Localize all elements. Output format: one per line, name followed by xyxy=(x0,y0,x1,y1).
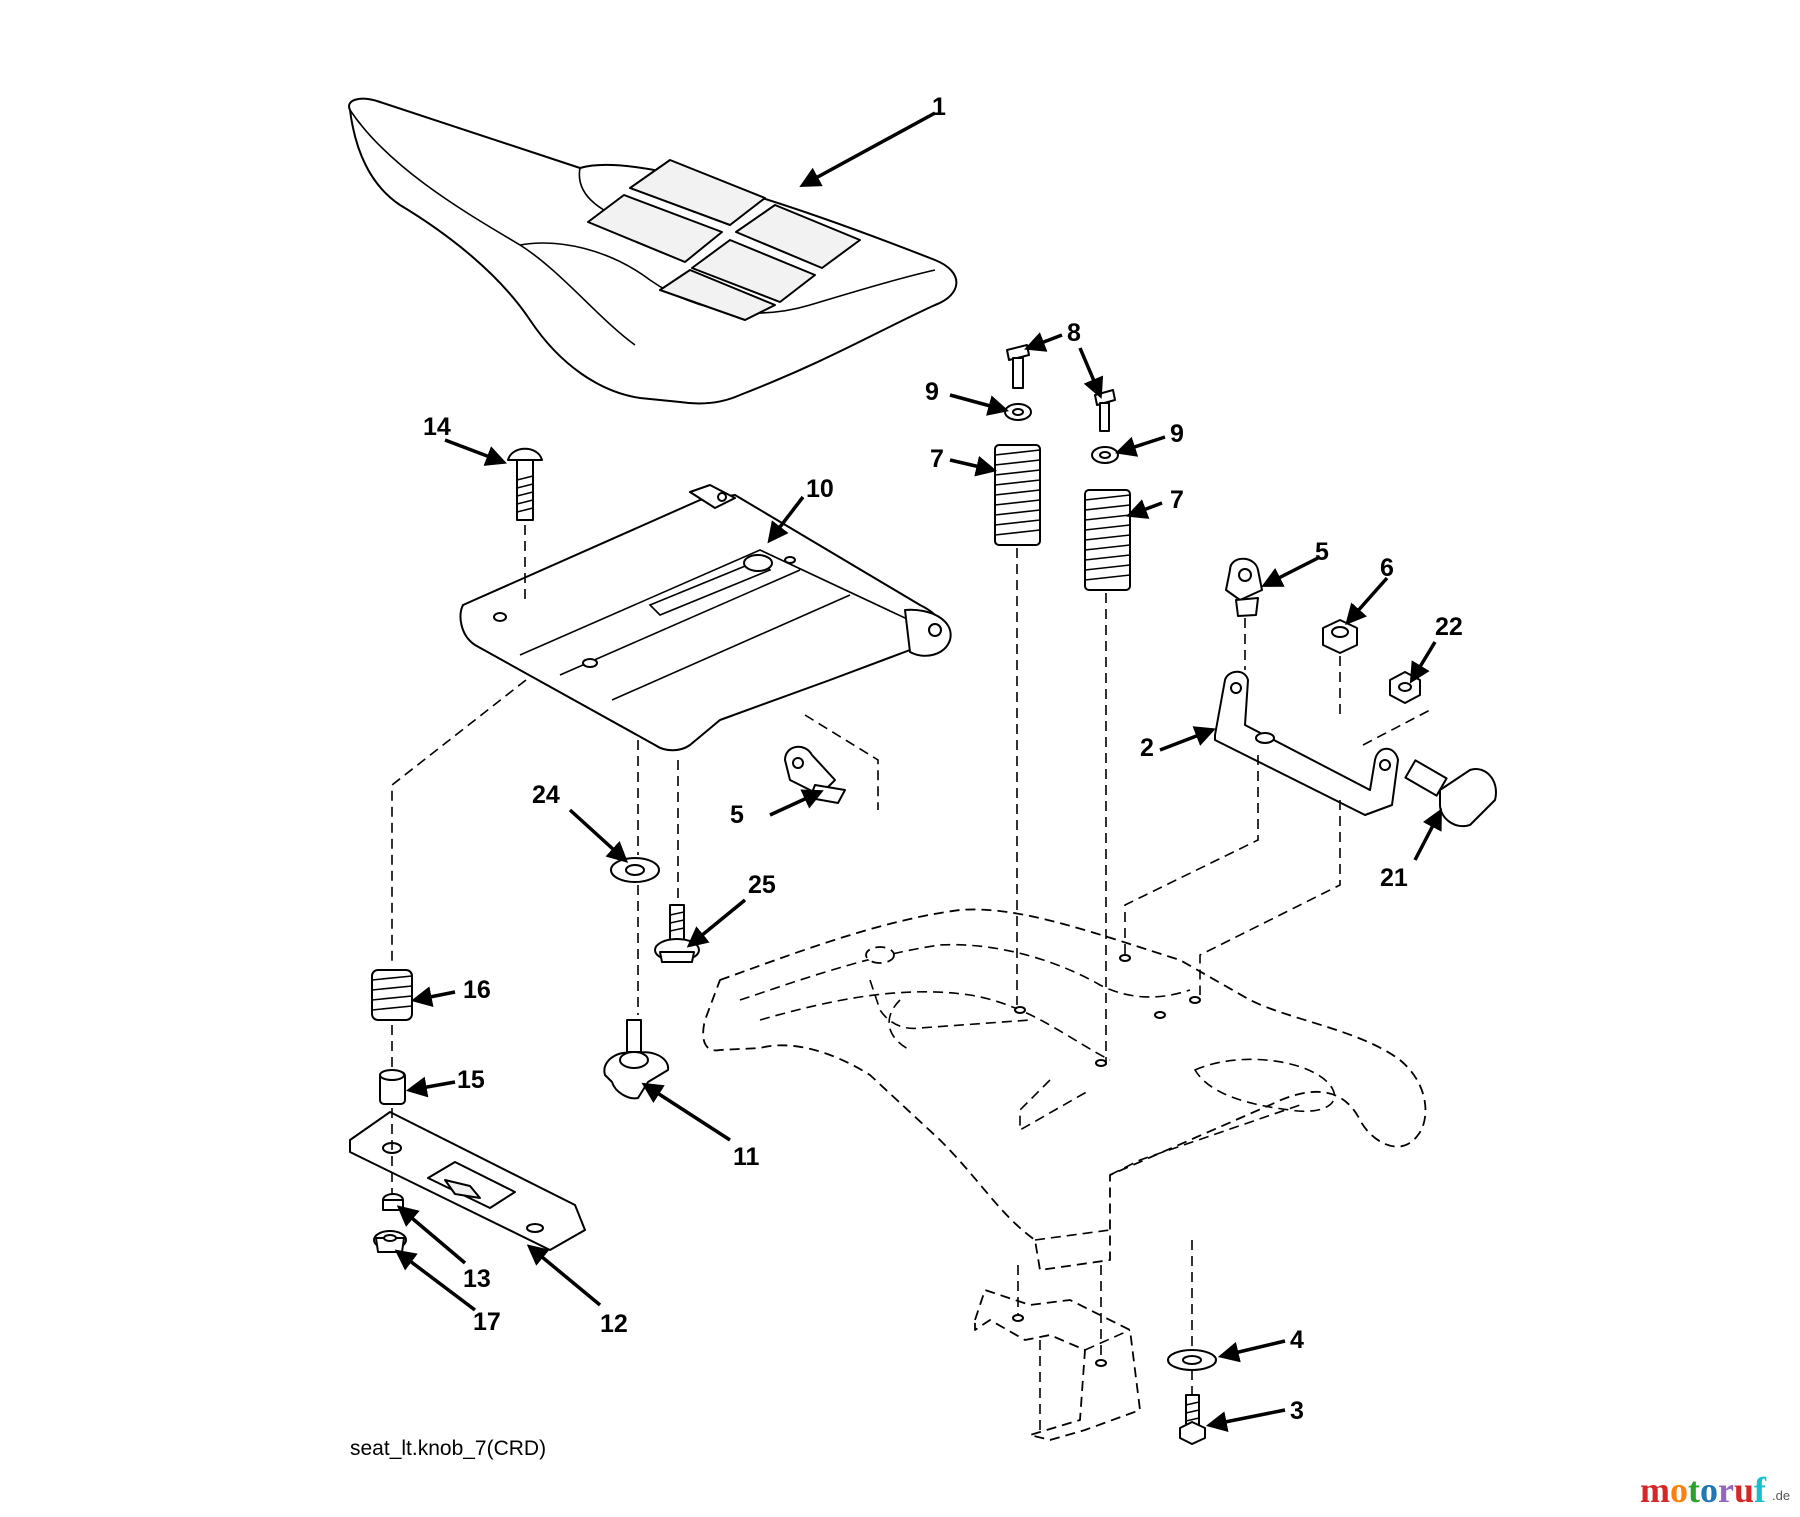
callout-17: 17 xyxy=(473,1308,501,1336)
bolt-3-part xyxy=(1179,1394,1206,1445)
callout-9-left: 9 xyxy=(925,378,939,406)
watermark-letter: m xyxy=(1640,1470,1670,1510)
watermark-brand: motoruf xyxy=(1640,1470,1767,1510)
nut-6-part xyxy=(1322,619,1358,654)
spacer-15-part xyxy=(379,1069,406,1105)
washer-9-right-part xyxy=(1091,446,1119,464)
adjustment-plate-12-part xyxy=(349,1111,586,1251)
callout-5-lower: 5 xyxy=(730,801,744,829)
screw-8-right-part xyxy=(1094,389,1116,432)
callout-1: 1 xyxy=(932,93,946,121)
bolt-25-part xyxy=(654,904,700,963)
spring-16-part xyxy=(371,969,413,1021)
callout-21: 21 xyxy=(1380,864,1408,892)
callout-9-right: 9 xyxy=(1170,420,1184,448)
shoulder-bolt-21-part xyxy=(1404,759,1497,828)
carriage-bolt-14-part xyxy=(507,447,543,521)
screw-8-left-part xyxy=(1006,344,1030,389)
leader-lines xyxy=(394,111,1442,1433)
watermark-letter: t xyxy=(1688,1470,1700,1510)
callout-2: 2 xyxy=(1140,734,1154,762)
mower-frame-outline xyxy=(702,908,1427,1441)
callout-8: 8 xyxy=(1067,319,1081,347)
assembly-guide-lines xyxy=(391,525,1431,1395)
callout-3: 3 xyxy=(1290,1397,1304,1425)
callout-6: 6 xyxy=(1380,554,1394,582)
bracket-2-part xyxy=(1214,670,1399,816)
watermark-letter: r xyxy=(1718,1470,1734,1510)
washer-24-part xyxy=(610,857,660,883)
callout-4: 4 xyxy=(1290,1326,1304,1354)
watermark-letter: o xyxy=(1700,1470,1718,1510)
flange-nut-17-part xyxy=(373,1230,407,1253)
spring-7-right-part xyxy=(1084,489,1131,591)
clip-5-upper-part xyxy=(1225,557,1263,617)
callout-7-right: 7 xyxy=(1170,486,1184,514)
washer-4-part xyxy=(1167,1349,1217,1371)
callout-24: 24 xyxy=(532,781,560,809)
spring-7-left-part xyxy=(994,444,1041,546)
callout-15: 15 xyxy=(457,1066,485,1094)
watermark-logo: motoruf .de xyxy=(1640,1470,1790,1510)
callout-12: 12 xyxy=(600,1310,628,1338)
callout-16: 16 xyxy=(463,976,491,1004)
callout-14: 14 xyxy=(423,413,451,441)
callout-11: 11 xyxy=(733,1143,760,1171)
seat-part xyxy=(348,97,958,405)
callout-5-upper: 5 xyxy=(1315,538,1329,566)
watermark-letter: u xyxy=(1734,1470,1754,1510)
diagram-caption: seat_lt.knob_7(CRD) xyxy=(350,1437,546,1460)
callout-7-left: 7 xyxy=(930,445,944,473)
callout-13: 13 xyxy=(463,1265,491,1293)
watermark-suffix: .de xyxy=(1772,1488,1790,1503)
callout-22: 22 xyxy=(1435,613,1463,641)
callout-10: 10 xyxy=(806,475,834,503)
watermark-letter: o xyxy=(1670,1470,1688,1510)
callout-25: 25 xyxy=(748,871,776,899)
spacer-13-part xyxy=(382,1193,404,1211)
watermark-letter: f xyxy=(1754,1470,1767,1510)
knob-11-part xyxy=(603,1019,670,1100)
washer-9-left-part xyxy=(1004,403,1032,421)
seat-pan-bracket-part xyxy=(459,484,952,752)
callout-labels: 1 2 3 4 5 5 6 7 7 8 9 9 10 11 12 13 14 1… xyxy=(423,93,1463,1425)
